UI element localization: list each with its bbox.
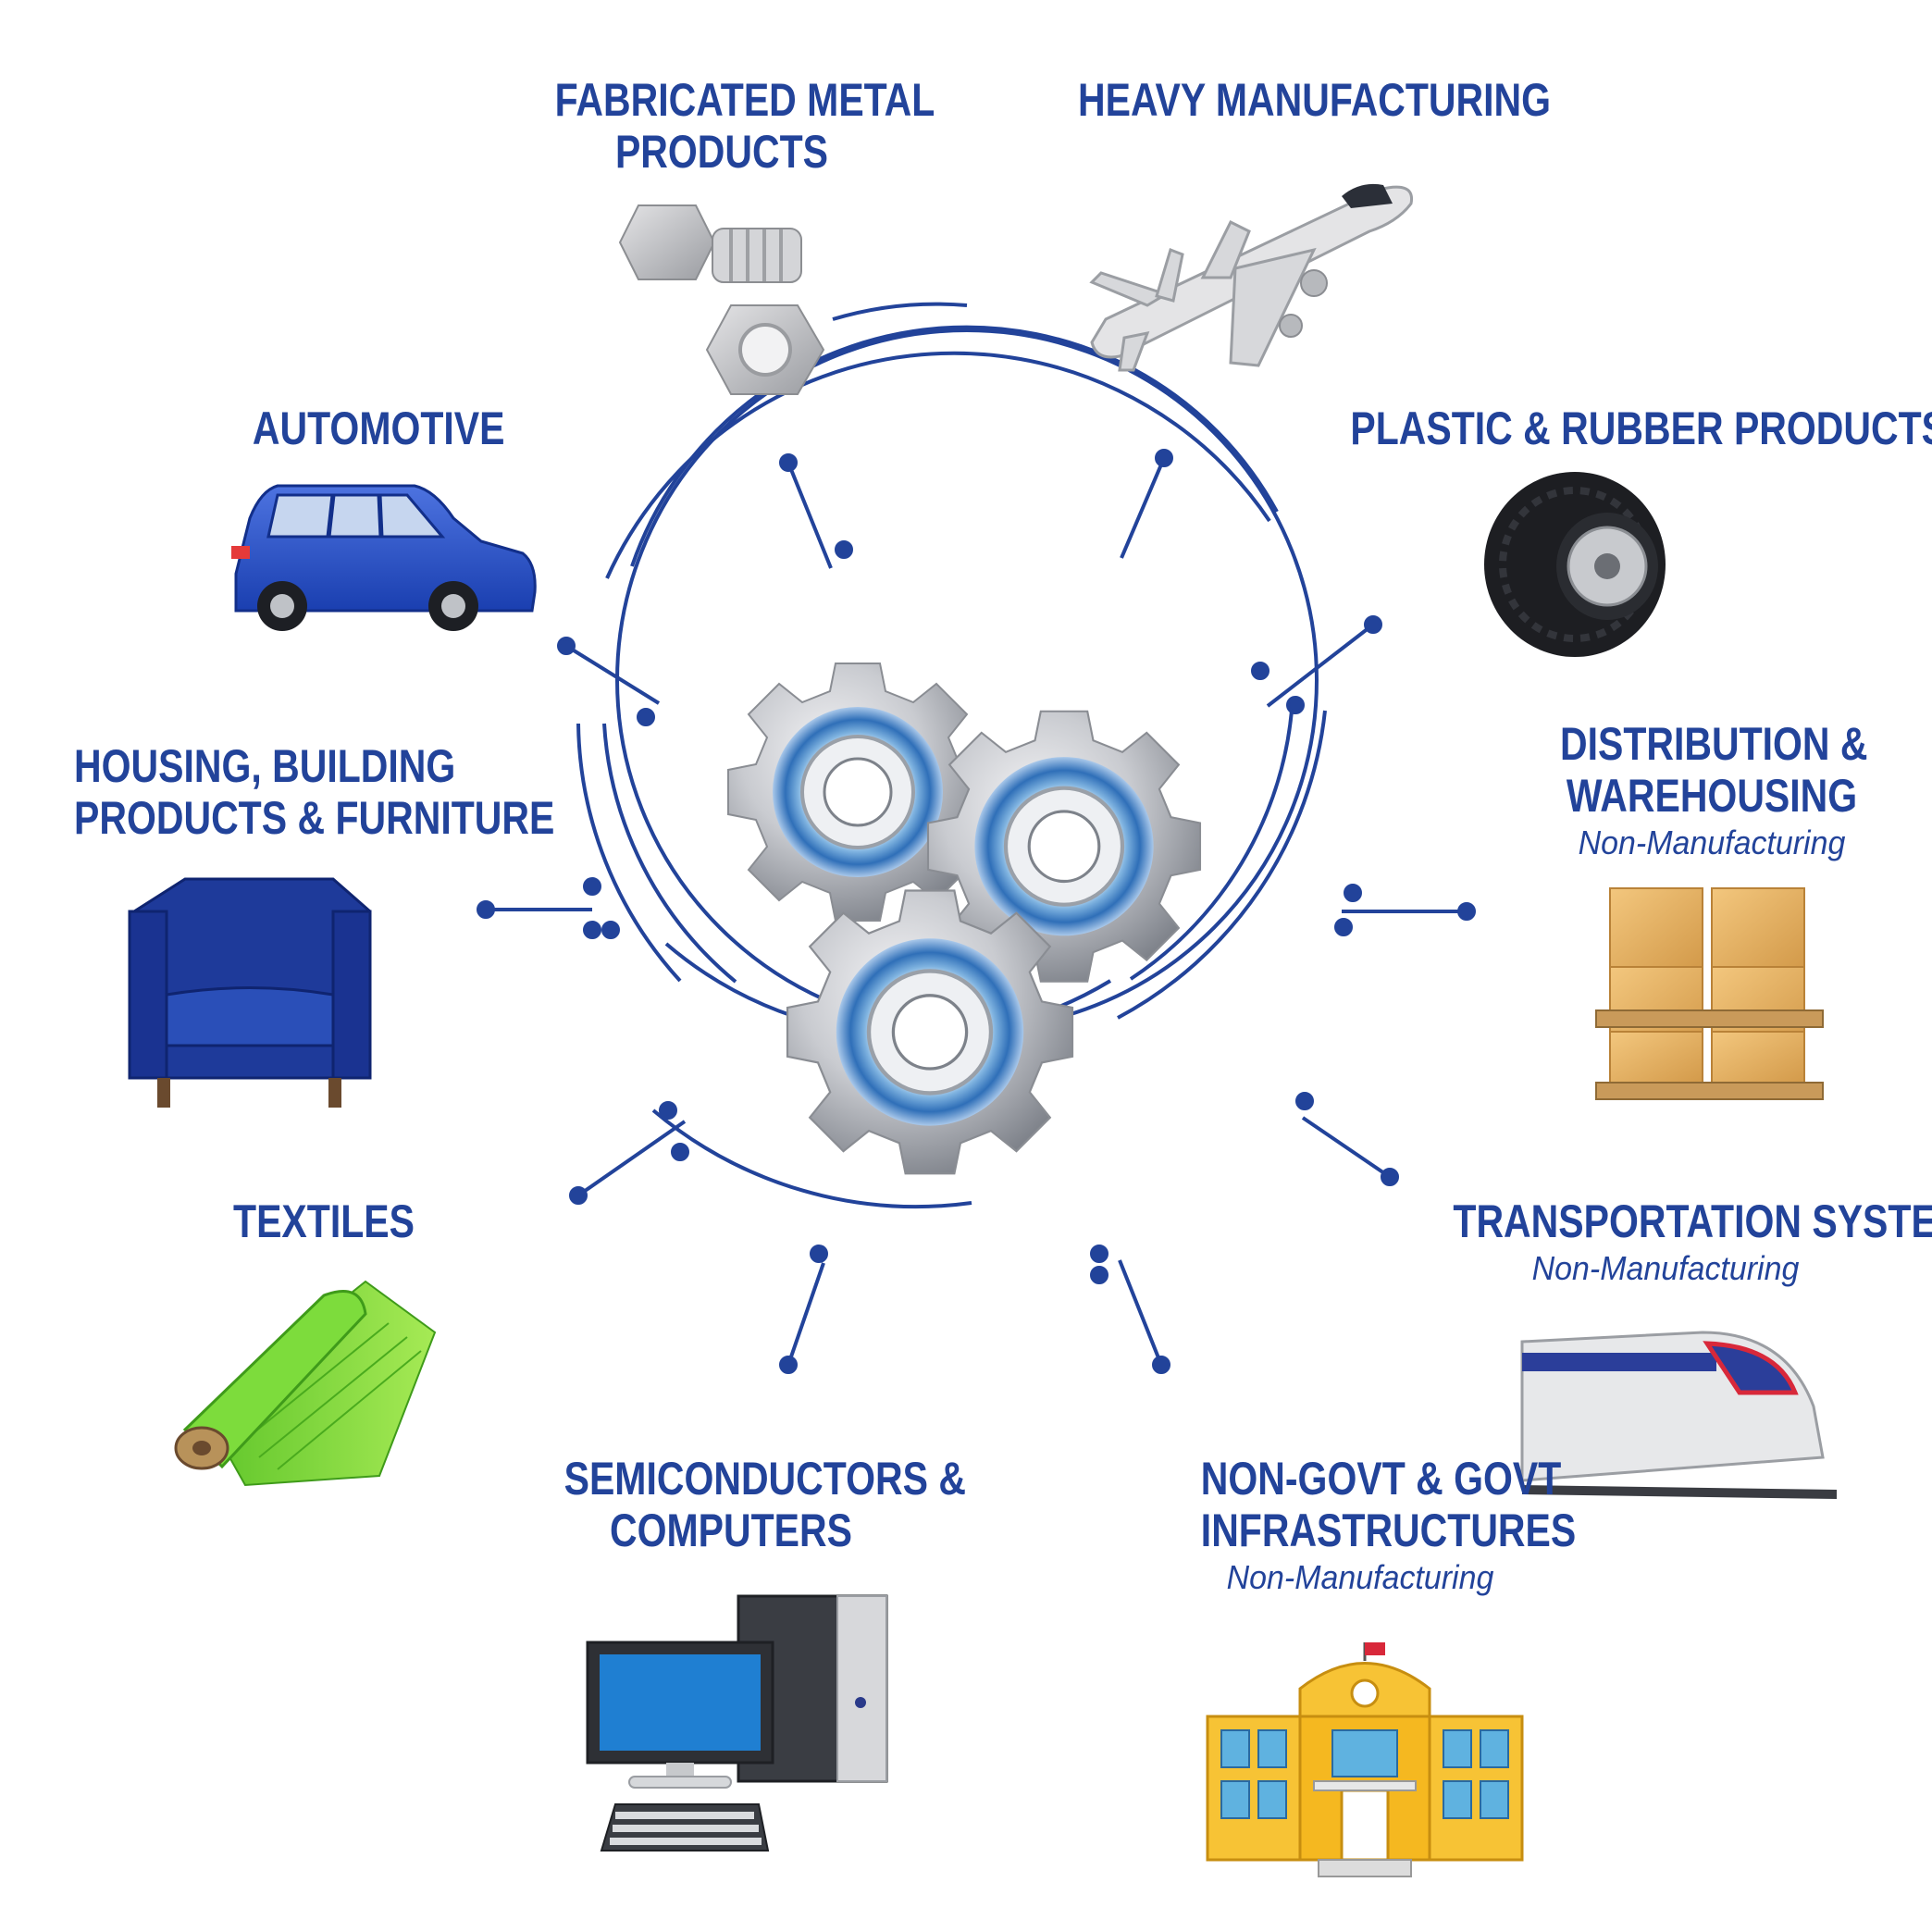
bolt-and-nut-icon [618,204,825,395]
label-housing: HOUSING, BUILDING PRODUCTS & FURNITURE [74,740,555,844]
school-building-icon [1206,1642,1524,1877]
fabric-roll-icon [174,1280,437,1487]
boxes-pallet-icon [1595,887,1824,1100]
subtitle-non-manufacturing: Non-Manufacturing [1226,1558,1494,1596]
airplane-icon [1089,183,1414,372]
label-heavy-manufacturing: HEAVY MANUFACTURING [1078,74,1552,126]
computer-icon [586,1594,888,1852]
train-icon [1520,1331,1837,1499]
ring-arc-right [1129,710,1294,981]
armchair-icon [128,877,372,1108]
label-textiles: TEXTILES [233,1195,415,1247]
label-fabricated-metal: FABRICATED METAL PRODUCTS [554,74,935,178]
label-distribution: DISTRIBUTION & WAREHOUSING Non-Manufactu… [1560,718,1868,864]
car-icon [231,484,537,631]
label-infrastructures: NON-GOVT & GOVT INFRASTRUCTURES Non-Manu… [1201,1453,1576,1599]
circuit-spokes [477,449,1476,1374]
subtitle-non-manufacturing: Non-Manufacturing [1578,824,1846,861]
label-automotive: AUTOMOTIVE [252,402,505,454]
ring-arc-left [602,723,737,984]
label-plastic-rubber: PLASTIC & RUBBER PRODUCTS [1350,402,1932,454]
tire-icon [1484,472,1666,657]
gears-icon [727,663,1202,1175]
label-transportation: TRANSPORTATION SYSTEMS Non-Manufacturing [1453,1195,1932,1290]
subtitle-non-manufacturing: Non-Manufacturing [1531,1249,1800,1287]
label-semiconductors: SEMICONDUCTORS & COMPUTERS [564,1453,966,1556]
